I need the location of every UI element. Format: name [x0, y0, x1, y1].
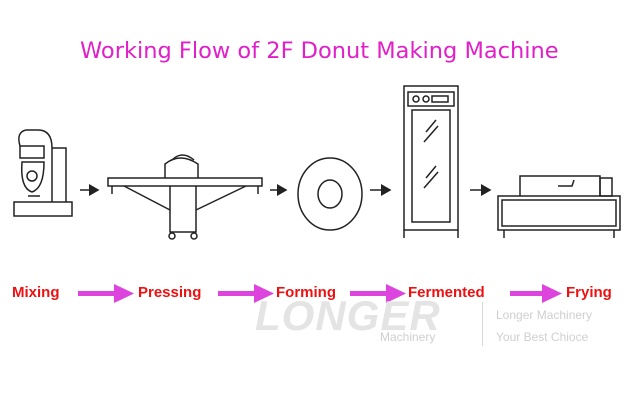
watermark-tagline-2: Your Best Chioce: [496, 330, 589, 344]
dough-sheeter-icon: [107, 154, 263, 240]
watermark-divider: [482, 302, 483, 346]
step-arrow-2: [218, 284, 274, 303]
step-arrow-4: [510, 284, 562, 303]
watermark-subtitle: Machinery: [380, 330, 436, 344]
step-arrow-3: [350, 284, 406, 303]
step-forming: Forming: [276, 284, 336, 301]
step-frying: Frying: [566, 284, 612, 301]
watermark-tagline-1: Longer Machinery: [496, 308, 593, 322]
step-pressing: Pressing: [138, 284, 202, 301]
step-arrow-1: [78, 284, 134, 303]
step-fermented: Fermented: [408, 284, 485, 301]
proofing-cabinet-icon: [403, 85, 459, 238]
step-mixing: Mixing: [12, 284, 60, 301]
donut-forming-ring-icon: [297, 157, 363, 231]
fryer-icon: [497, 175, 621, 238]
mixer-icon: [13, 129, 73, 217]
watermark-logo: LONGER: [255, 292, 441, 339]
diagram-title: Working Flow of 2F Donut Making Machine: [80, 38, 559, 64]
